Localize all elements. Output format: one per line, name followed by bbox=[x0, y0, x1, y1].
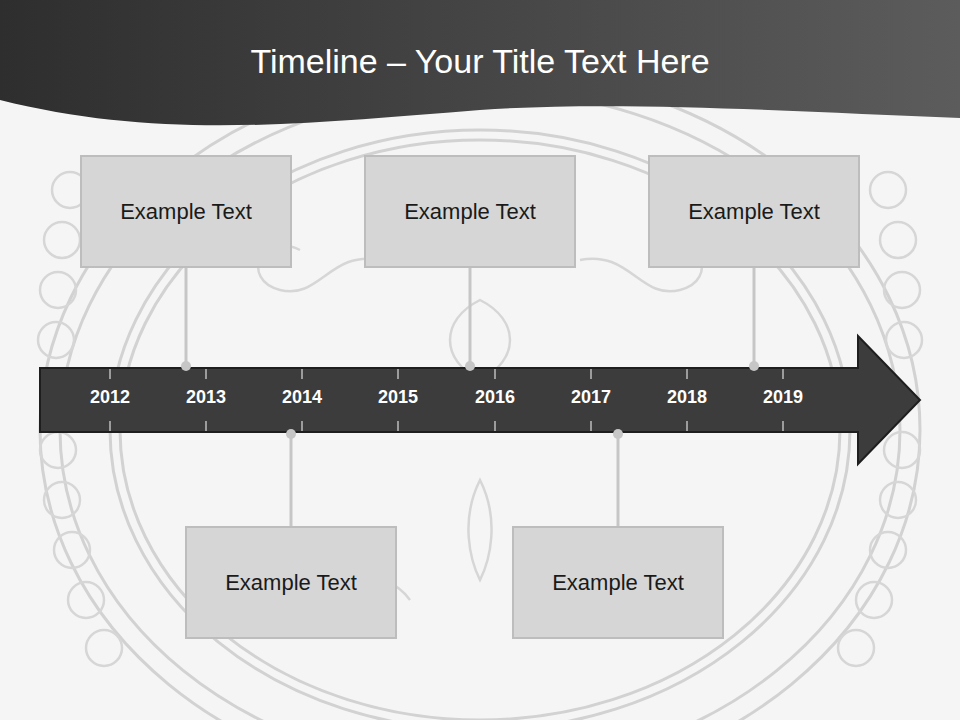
year-label: 2015 bbox=[378, 387, 418, 408]
event-text: Example Text bbox=[404, 199, 536, 225]
year-label: 2014 bbox=[282, 387, 322, 408]
connector-dot bbox=[749, 361, 759, 371]
connector-dot bbox=[465, 361, 475, 371]
leader-line bbox=[753, 268, 756, 368]
timeline-arrow: 2012 2013 2014 2015 2016 2017 2018 2019 bbox=[40, 336, 922, 464]
year-label: 2012 bbox=[90, 387, 130, 408]
event-text: Example Text bbox=[120, 199, 252, 225]
event-box: Example Text bbox=[512, 526, 724, 639]
year-label: 2016 bbox=[475, 387, 515, 408]
event-box: Example Text bbox=[648, 155, 860, 268]
connector-dot bbox=[181, 361, 191, 371]
year-label: 2017 bbox=[571, 387, 611, 408]
leader-line bbox=[469, 268, 472, 368]
event-box: Example Text bbox=[185, 526, 397, 639]
event-box: Example Text bbox=[80, 155, 292, 268]
leader-line bbox=[617, 432, 620, 526]
connector-dot bbox=[613, 429, 623, 439]
connector-dot bbox=[286, 429, 296, 439]
event-text: Example Text bbox=[552, 570, 684, 596]
slide-title: Timeline – Your Title Text Here bbox=[0, 42, 960, 81]
year-label: 2013 bbox=[186, 387, 226, 408]
event-text: Example Text bbox=[225, 570, 357, 596]
leader-line bbox=[185, 268, 188, 368]
event-text: Example Text bbox=[688, 199, 820, 225]
year-label: 2019 bbox=[763, 387, 803, 408]
leader-line bbox=[290, 432, 293, 526]
event-box: Example Text bbox=[364, 155, 576, 268]
year-label: 2018 bbox=[667, 387, 707, 408]
